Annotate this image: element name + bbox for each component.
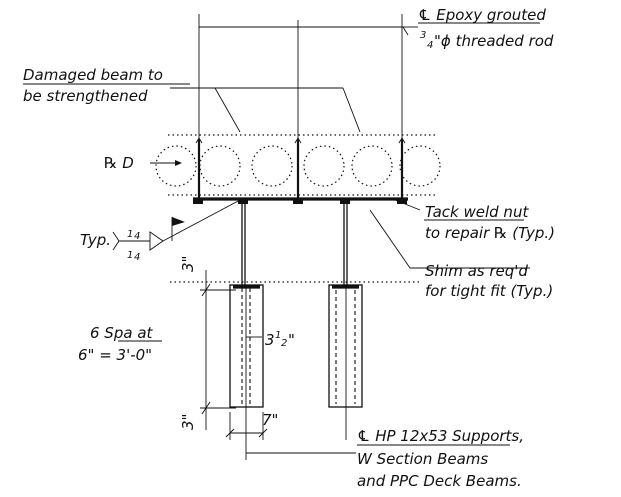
- weld-typ-text: Typ.: [80, 231, 111, 249]
- weld-bot-num: 1: [127, 250, 133, 261]
- deck-beam-section: [155, 134, 441, 196]
- epoxy-fraction-num: 3: [420, 30, 426, 41]
- vertical-dimensions: 3" 3": [179, 256, 236, 430]
- weld-top-den: 4: [134, 231, 140, 242]
- shim-label-line2: for tight fit (Typ.): [425, 282, 553, 300]
- half-dimension: 3 1 2 ": [246, 330, 295, 349]
- spacing-label: 6 Spa at 6" = 3'-0": [78, 324, 162, 364]
- repair-plate: [193, 197, 408, 204]
- damaged-label-line1: Damaged beam to: [23, 66, 163, 84]
- dim-half-unit: ": [288, 331, 295, 349]
- pile-right: [328, 284, 363, 440]
- dim-top-text: 3": [179, 256, 197, 272]
- epoxy-rod-label: ℄ Epoxy grouted 3 4 "ϕ threaded rod: [418, 6, 554, 51]
- weld-bot-den: 4: [134, 252, 140, 263]
- tack-weld-label: Tack weld nut to repair ℞ (Typ.): [394, 199, 555, 242]
- dim-bottom-text: 3": [179, 414, 197, 430]
- dim-half-num: 1: [275, 330, 281, 341]
- threaded-rods: [195, 137, 406, 200]
- epoxy-fraction-den: 4: [427, 40, 433, 51]
- weld-symbol: Typ. 1 4 1 4: [80, 199, 241, 263]
- dim-half-den: 2: [281, 338, 287, 349]
- spa-label-line1: 6 Spa at: [90, 324, 154, 342]
- shim-label: Shim as req'd for tight fit (Typ.): [369, 209, 553, 300]
- plate-d-text: ℞ D: [104, 154, 134, 172]
- support-columns: [238, 198, 350, 285]
- dim-seven-text: 7": [262, 411, 278, 429]
- weld-top-num: 1: [127, 229, 133, 240]
- damaged-beam-label: Damaged beam to be strengthened: [23, 66, 361, 133]
- hp-label-line2: W Section Beams: [357, 450, 488, 468]
- epoxy-label-line2: "ϕ threaded rod: [434, 32, 554, 50]
- pile-left: [229, 284, 264, 460]
- spa-label-line2: 6" = 3'-0": [78, 346, 152, 364]
- hp-label-line3: and PPC Deck Beams.: [357, 472, 522, 490]
- damaged-label-line2: be strengthened: [23, 87, 148, 105]
- seven-inch-dimension: 7": [225, 411, 278, 440]
- tack-label-line2: to repair ℞ (Typ.): [425, 224, 555, 242]
- hp-supports-label: ℄ HP 12x53 Supports, W Section Beams and…: [246, 427, 524, 490]
- hp-label-line1: ℄ HP 12x53 Supports,: [357, 427, 524, 445]
- rod-spacing-dimension: [198, 14, 418, 140]
- tack-label-line1: Tack weld nut: [425, 203, 529, 221]
- shim-label-line1: Shim as req'd: [425, 262, 528, 280]
- dim-half-whole: 3: [265, 331, 275, 349]
- plate-d-label: ℞ D: [104, 154, 182, 172]
- epoxy-label-line1: ℄ Epoxy grouted: [418, 6, 546, 24]
